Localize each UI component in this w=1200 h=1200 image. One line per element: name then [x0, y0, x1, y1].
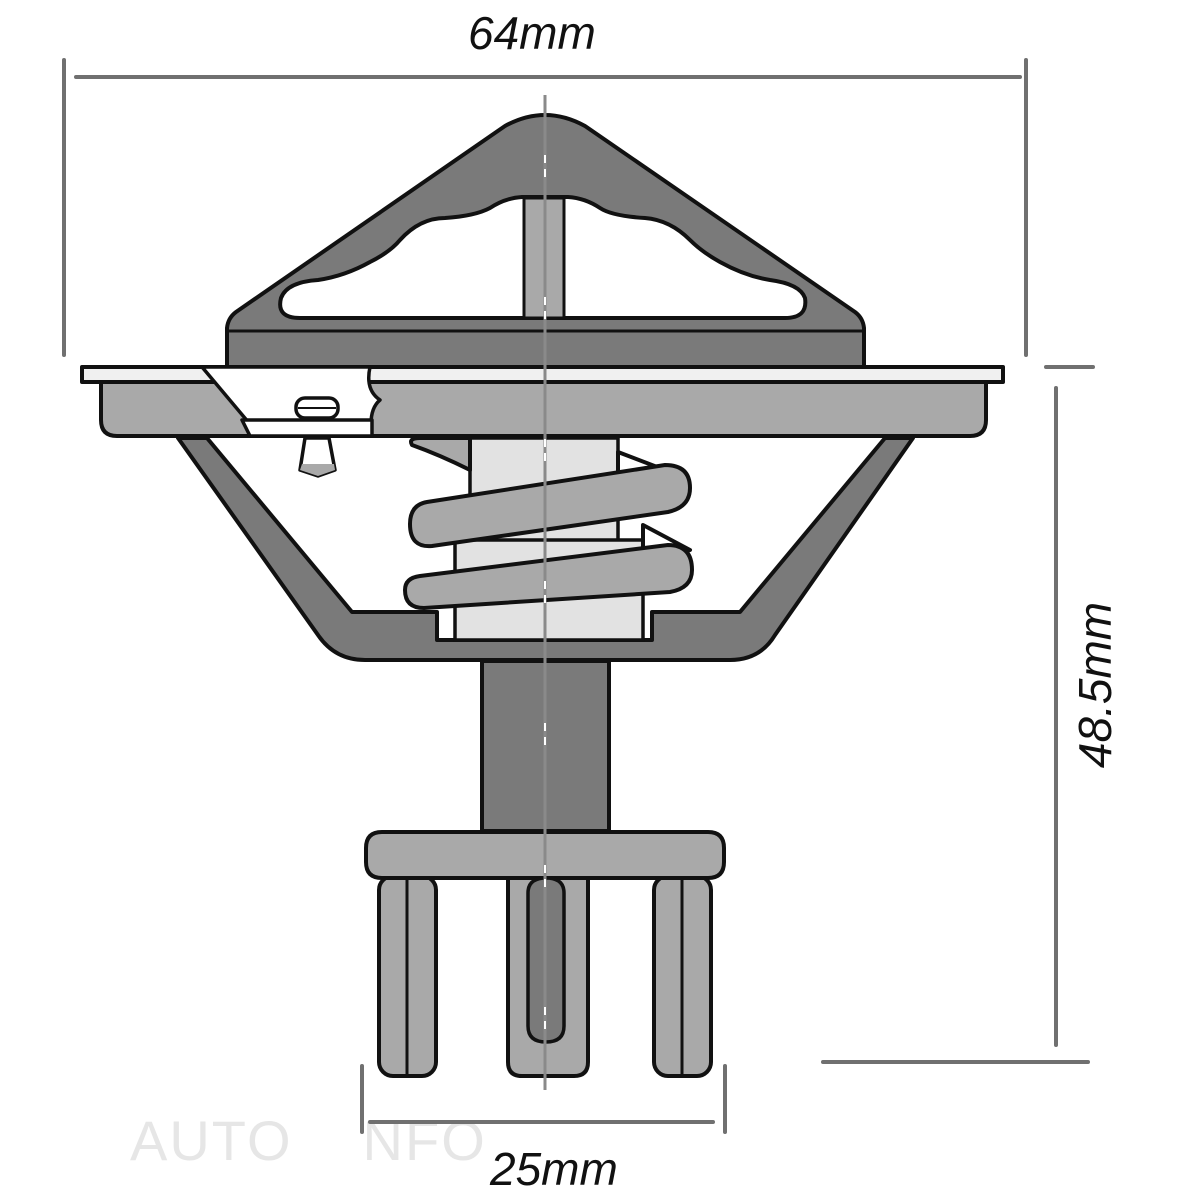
lower-frame: [176, 436, 915, 662]
pin-width-dimension-label: 25mm: [490, 1143, 618, 1195]
spring: [403, 436, 694, 610]
watermark-text-left: AUTO: [130, 1109, 293, 1172]
jiggle-valve: [200, 365, 382, 478]
height-dimension-label: 48.5mm: [1069, 601, 1121, 769]
pellet-holder: [364, 830, 726, 1078]
dimension-lines: [62, 58, 1095, 1134]
watermark-text-right: NFO: [362, 1109, 487, 1172]
watermark: AUTO NFO: [130, 1108, 487, 1173]
width-dimension-label: 64mm: [468, 7, 596, 59]
